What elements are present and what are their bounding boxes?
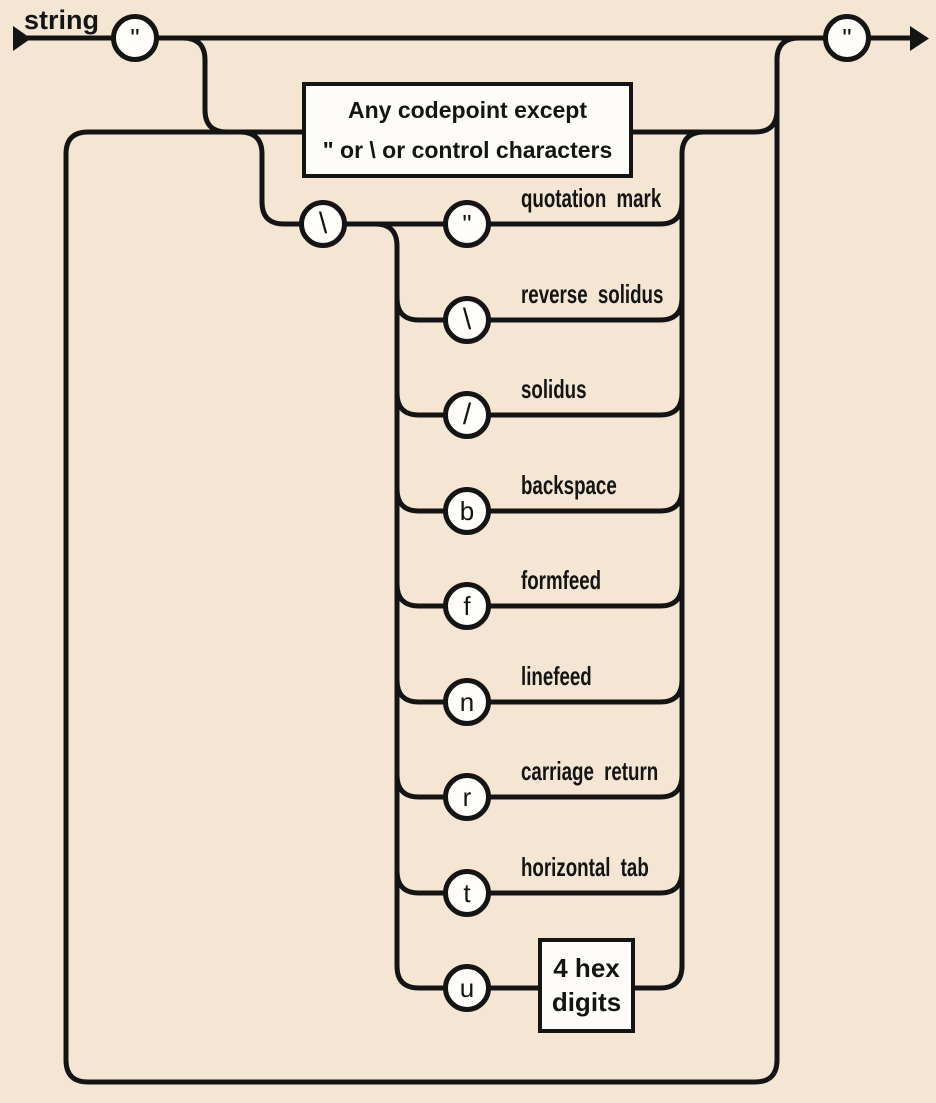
end-arrow-icon (910, 26, 929, 51)
rail-row-unicode (419, 965, 685, 991)
escape-label-quotation-mark: quotation mark (521, 183, 662, 213)
terminal-escape-u: u (443, 964, 491, 1012)
rail-entry-descent (182, 35, 228, 135)
terminal-escape-solidus: / (443, 391, 491, 439)
escape-label-solidus: solidus (521, 374, 587, 404)
codepoint-box-line1: Any codepoint except (348, 96, 587, 123)
rail-outer-loop (63, 35, 800, 1085)
terminal-open-quote: " (111, 14, 159, 62)
terminal-escape-t: t (443, 869, 491, 917)
rail-loop-horizontal-right (633, 109, 780, 135)
escape-label-linefeed: linefeed (521, 661, 592, 691)
escape-label-formfeed: formfeed (521, 565, 602, 595)
terminal-escape-prefix-backslash: \ (299, 200, 347, 248)
diagram-title: string (24, 5, 100, 35)
escape-label-backspace: backspace (521, 470, 617, 500)
hex-box-line1: 4 hex (553, 952, 620, 983)
rail-choice-vertical (374, 221, 443, 991)
terminal-escape-reverse-solidus: \ (443, 296, 491, 344)
four-hex-digits-box: 4 hex digits (538, 938, 635, 1033)
terminal-escape-r: r (443, 773, 491, 821)
terminal-escape-f: f (443, 582, 491, 630)
terminal-close-quote: " (823, 14, 871, 62)
codepoint-box-line2: " or \ or control characters (322, 136, 613, 163)
hex-box-line2: digits (551, 986, 622, 1017)
escape-label-carriage-return: carriage return (521, 756, 659, 786)
rail-escape-descent (239, 129, 685, 227)
terminal-escape-quotation-mark: " (443, 200, 491, 248)
start-arrow-icon (13, 26, 31, 51)
escape-label-reverse-solidus: reverse solidus (521, 279, 664, 309)
terminal-escape-n: n (443, 678, 491, 726)
rail-merge-vertical (679, 129, 705, 966)
escape-label-horizontal-tab: horizontal tab (521, 852, 649, 882)
codepoint-box: Any codepoint except " or \ or control c… (302, 82, 633, 178)
terminal-escape-b: b (443, 487, 491, 535)
